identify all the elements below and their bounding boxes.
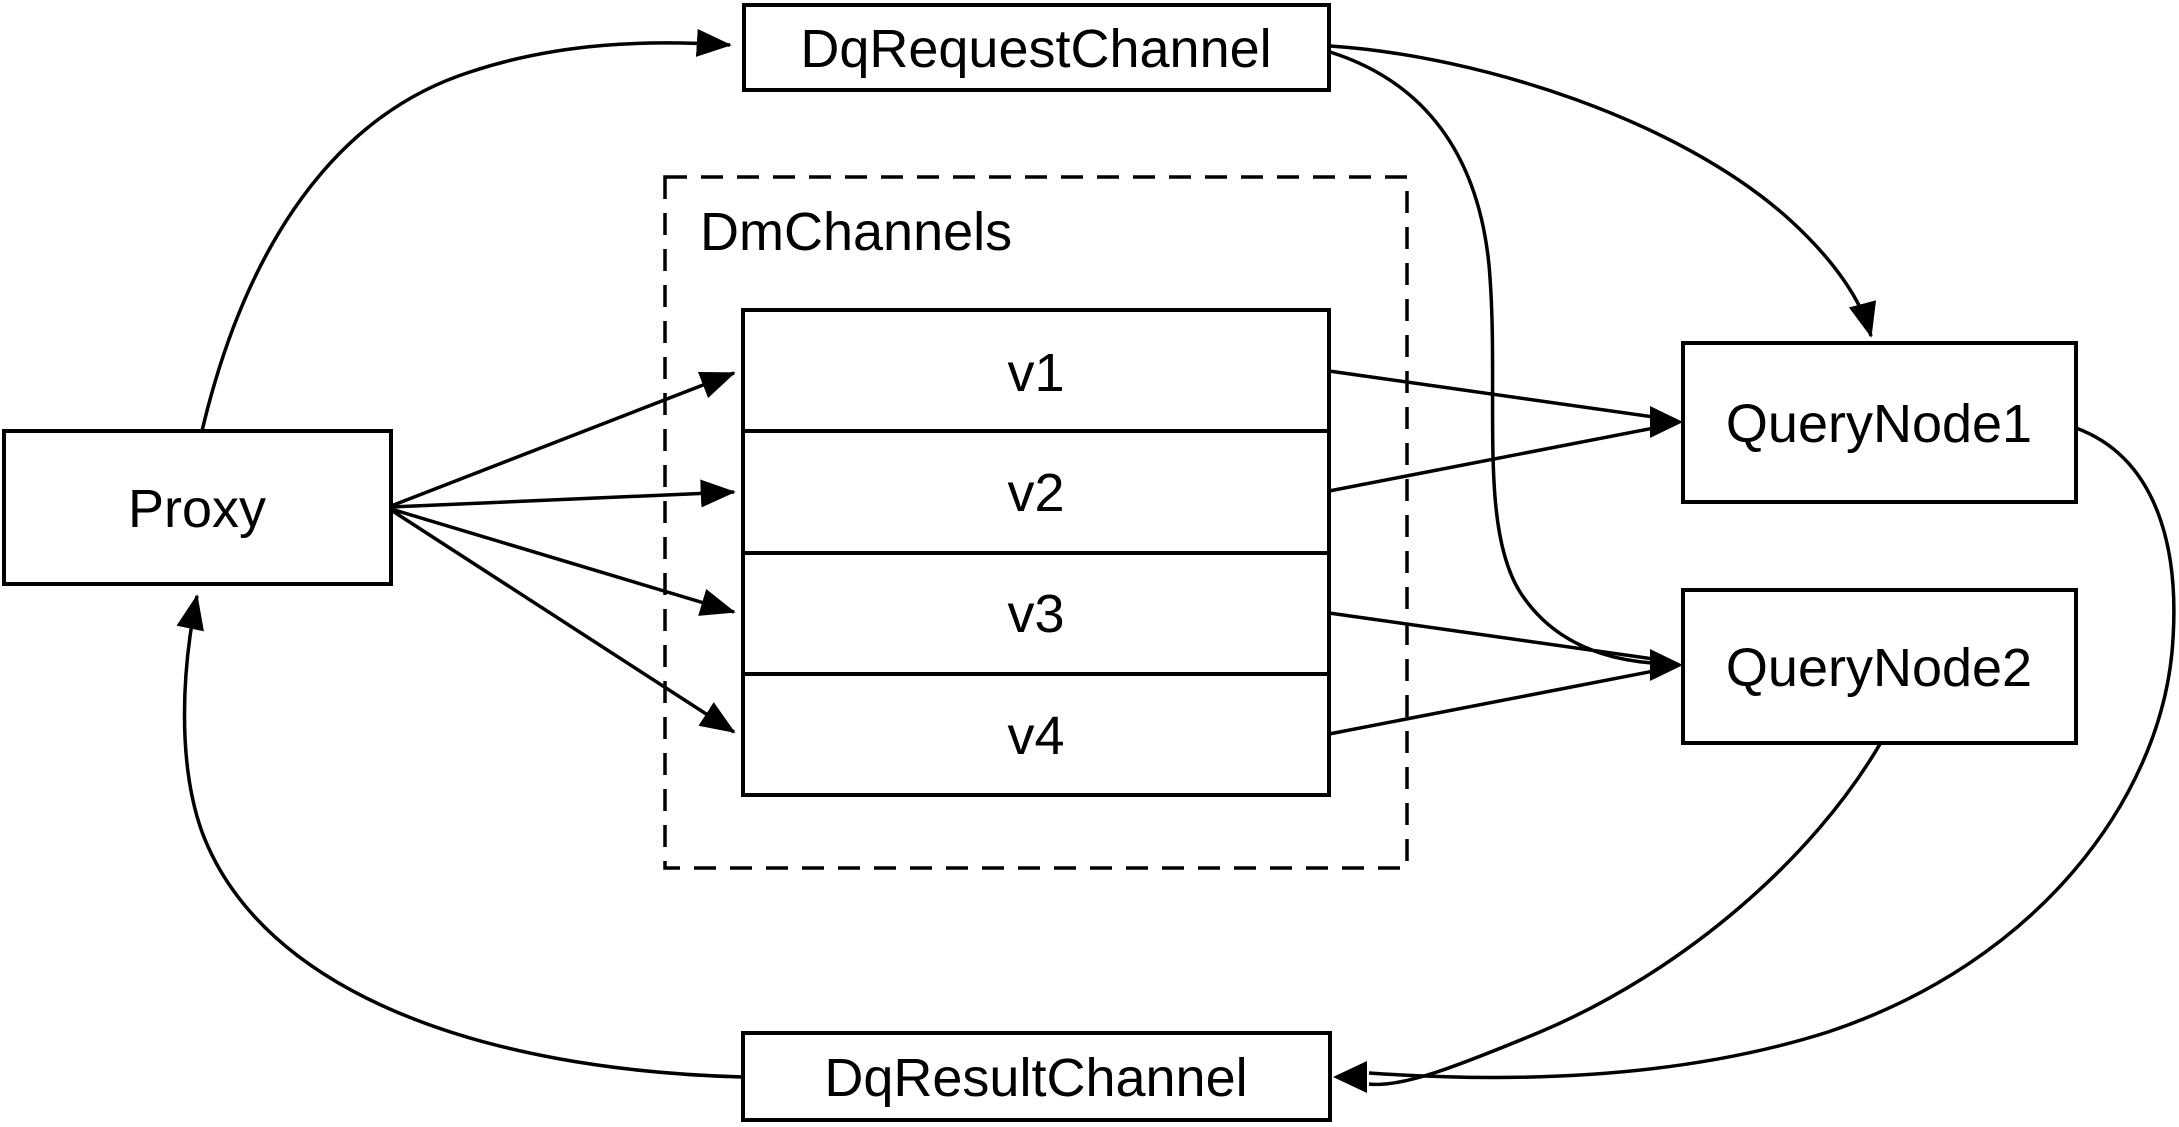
proxy-box <box>2 429 393 586</box>
dm-channels-border <box>663 175 1409 870</box>
query-node-1-box <box>1681 341 2078 504</box>
channel-v4-label: v4 <box>1007 706 1064 766</box>
channel-v1-label: v1 <box>1007 343 1064 403</box>
channel-stack: v1 v2 v3 v4 <box>741 308 1331 797</box>
edge-proxy-to-dqrequestchannel <box>200 28 732 432</box>
edge-dqresultchannel-to-proxy <box>176 594 744 1079</box>
edge-dqrequestchannel-to-querynode1 <box>1329 44 1877 338</box>
query-node-2-label: QueryNode2 <box>1726 638 2032 698</box>
dq-result-channel-box <box>741 1031 1332 1122</box>
arrowhead-into-querynode1 <box>1650 406 1683 438</box>
edge-proxy-to-v4 <box>390 508 736 734</box>
node-dq-result-channel: DqResultChannel <box>741 1031 1332 1122</box>
dq-result-channel-label: DqResultChannel <box>824 1048 1247 1108</box>
channel-v3-label: v3 <box>1007 584 1064 644</box>
dm-channels-label: DmChannels <box>700 202 1012 262</box>
edge-querynode1-to-dqresultchannel <box>1368 426 2176 1080</box>
proxy-label: Proxy <box>128 479 266 539</box>
arrowhead-into-querynode2 <box>1650 649 1683 681</box>
edge-proxy-to-v3 <box>390 507 736 616</box>
edge-dqrequestchannel-to-querynode2 <box>1329 50 1653 665</box>
node-proxy: Proxy <box>2 429 393 586</box>
edge-v4-to-querynode2 <box>1328 669 1655 736</box>
query-node-1-label: QueryNode1 <box>1726 394 2032 454</box>
dm-channels-group: DmChannels <box>663 175 1409 870</box>
edge-v2-to-querynode1 <box>1328 426 1655 493</box>
dq-request-channel-box <box>742 3 1331 92</box>
edge-v3-to-querynode2 <box>1328 611 1655 661</box>
edge-querynode2-to-dqresultchannel <box>1368 743 1882 1087</box>
query-node-2-box <box>1681 588 2078 745</box>
edge-proxy-to-v1 <box>390 371 736 508</box>
node-query-node-1: QueryNode1 <box>1681 341 2078 504</box>
dq-request-channel-label: DqRequestChannel <box>800 19 1271 79</box>
channel-v2-label: v2 <box>1007 463 1064 523</box>
node-dq-request-channel: DqRequestChannel <box>742 3 1331 92</box>
edges <box>176 28 2176 1093</box>
edge-proxy-to-v2 <box>390 479 736 509</box>
node-query-node-2: QueryNode2 <box>1681 588 2078 745</box>
arrowhead-into-dqresultchannel <box>1333 1061 1367 1093</box>
